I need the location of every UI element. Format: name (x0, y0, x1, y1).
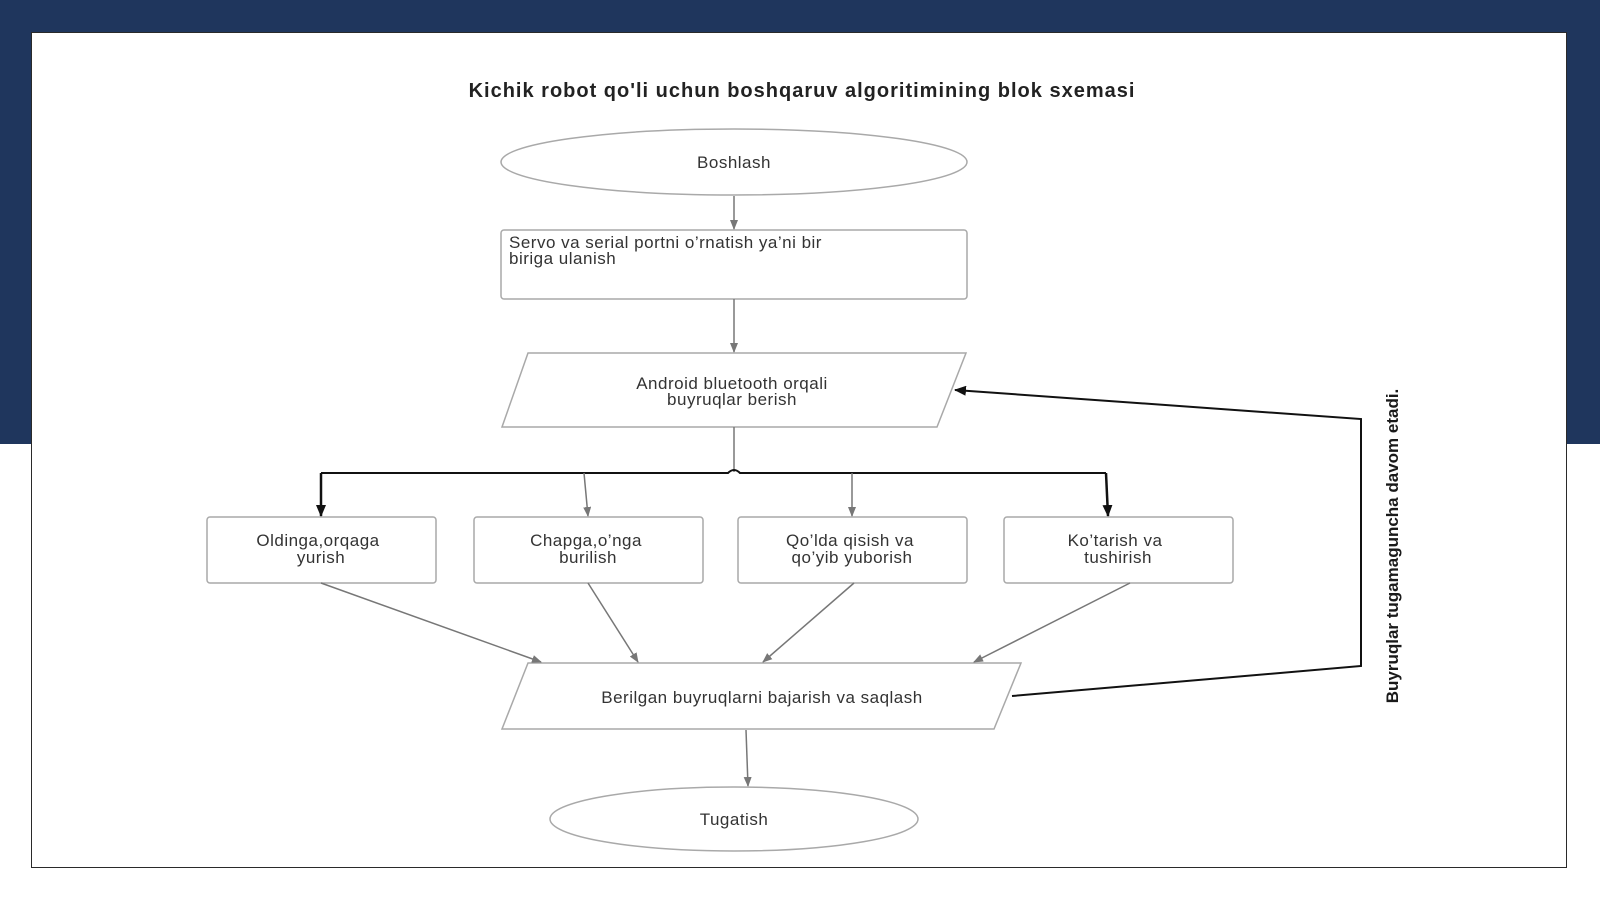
forward-back-node: Oldinga,orqaga yurish (206, 516, 437, 584)
input-label-line2: buyruqlar berish (667, 390, 797, 409)
lift-lower-node: Ko’tarish va tushirish (1003, 516, 1234, 584)
grip-release-label-line1: Qo’lda qisish va (786, 531, 914, 550)
loop-label: Buyruqlar tugamaguncha davom etadi. (1383, 389, 1402, 704)
execute-shape (500, 662, 1023, 730)
arrow-lift-lower-to-execute (973, 582, 1131, 663)
start-label: Boshlash (697, 153, 771, 172)
start-node: Boshlash (500, 128, 968, 196)
loop-back-arrow (954, 385, 1362, 697)
arrow-branch-lift-lower (1102, 472, 1113, 517)
end-node: Tugatish (549, 786, 919, 852)
setup-node: Servo va serial portni o’rnatish ya’ni b… (500, 229, 968, 300)
arrow-forward-back-to-execute (320, 582, 542, 663)
branch-bus (321, 469, 1106, 474)
lift-lower-label-line1: Ko’tarish va (1068, 531, 1163, 550)
arrow-grip-release-to-execute (762, 582, 855, 663)
forward-back-label-line1: Oldinga,orqaga (256, 531, 379, 550)
lift-lower-shape (1003, 516, 1234, 584)
left-right-label-line2: burilish (559, 548, 617, 567)
left-right-label-line1: Chapga,o’nga (530, 531, 642, 550)
input-shape (500, 352, 968, 428)
end-shape (549, 786, 919, 852)
execute-label: Berilgan buyruqlarni bajarish va saqlash (601, 688, 922, 707)
execute-node: Berilgan buyruqlarni bajarish va saqlash (500, 662, 1023, 730)
end-label: Tugatish (700, 810, 769, 829)
input-label-line1: Android bluetooth orqali (636, 374, 828, 393)
arrow-execute-to-end (743, 729, 752, 787)
start-shape (500, 128, 968, 196)
setup-label-line1: Servo va serial portni o’rnatish ya’ni b… (509, 233, 822, 252)
forward-back-label-line2: yurish (297, 548, 345, 567)
diagram-title: Kichik robot qo'li uchun boshqaruv algor… (468, 80, 1136, 102)
grip-release-node: Qo’lda qisish va qo’yib yuborish (737, 516, 968, 584)
grip-release-shape (737, 516, 968, 584)
arrow-left-right-to-execute (587, 582, 639, 663)
setup-label-line2: biriga ulanish (509, 249, 616, 268)
input-node: Android bluetooth orqali buyruqlar beris… (500, 352, 968, 428)
grip-release-label-line2: qo’yib yuborish (792, 548, 913, 567)
lift-lower-label-line2: tushirish (1084, 548, 1152, 567)
arrow-branch-left-right (583, 472, 592, 517)
left-right-node: Chapga,o’nga burilish (473, 516, 704, 584)
